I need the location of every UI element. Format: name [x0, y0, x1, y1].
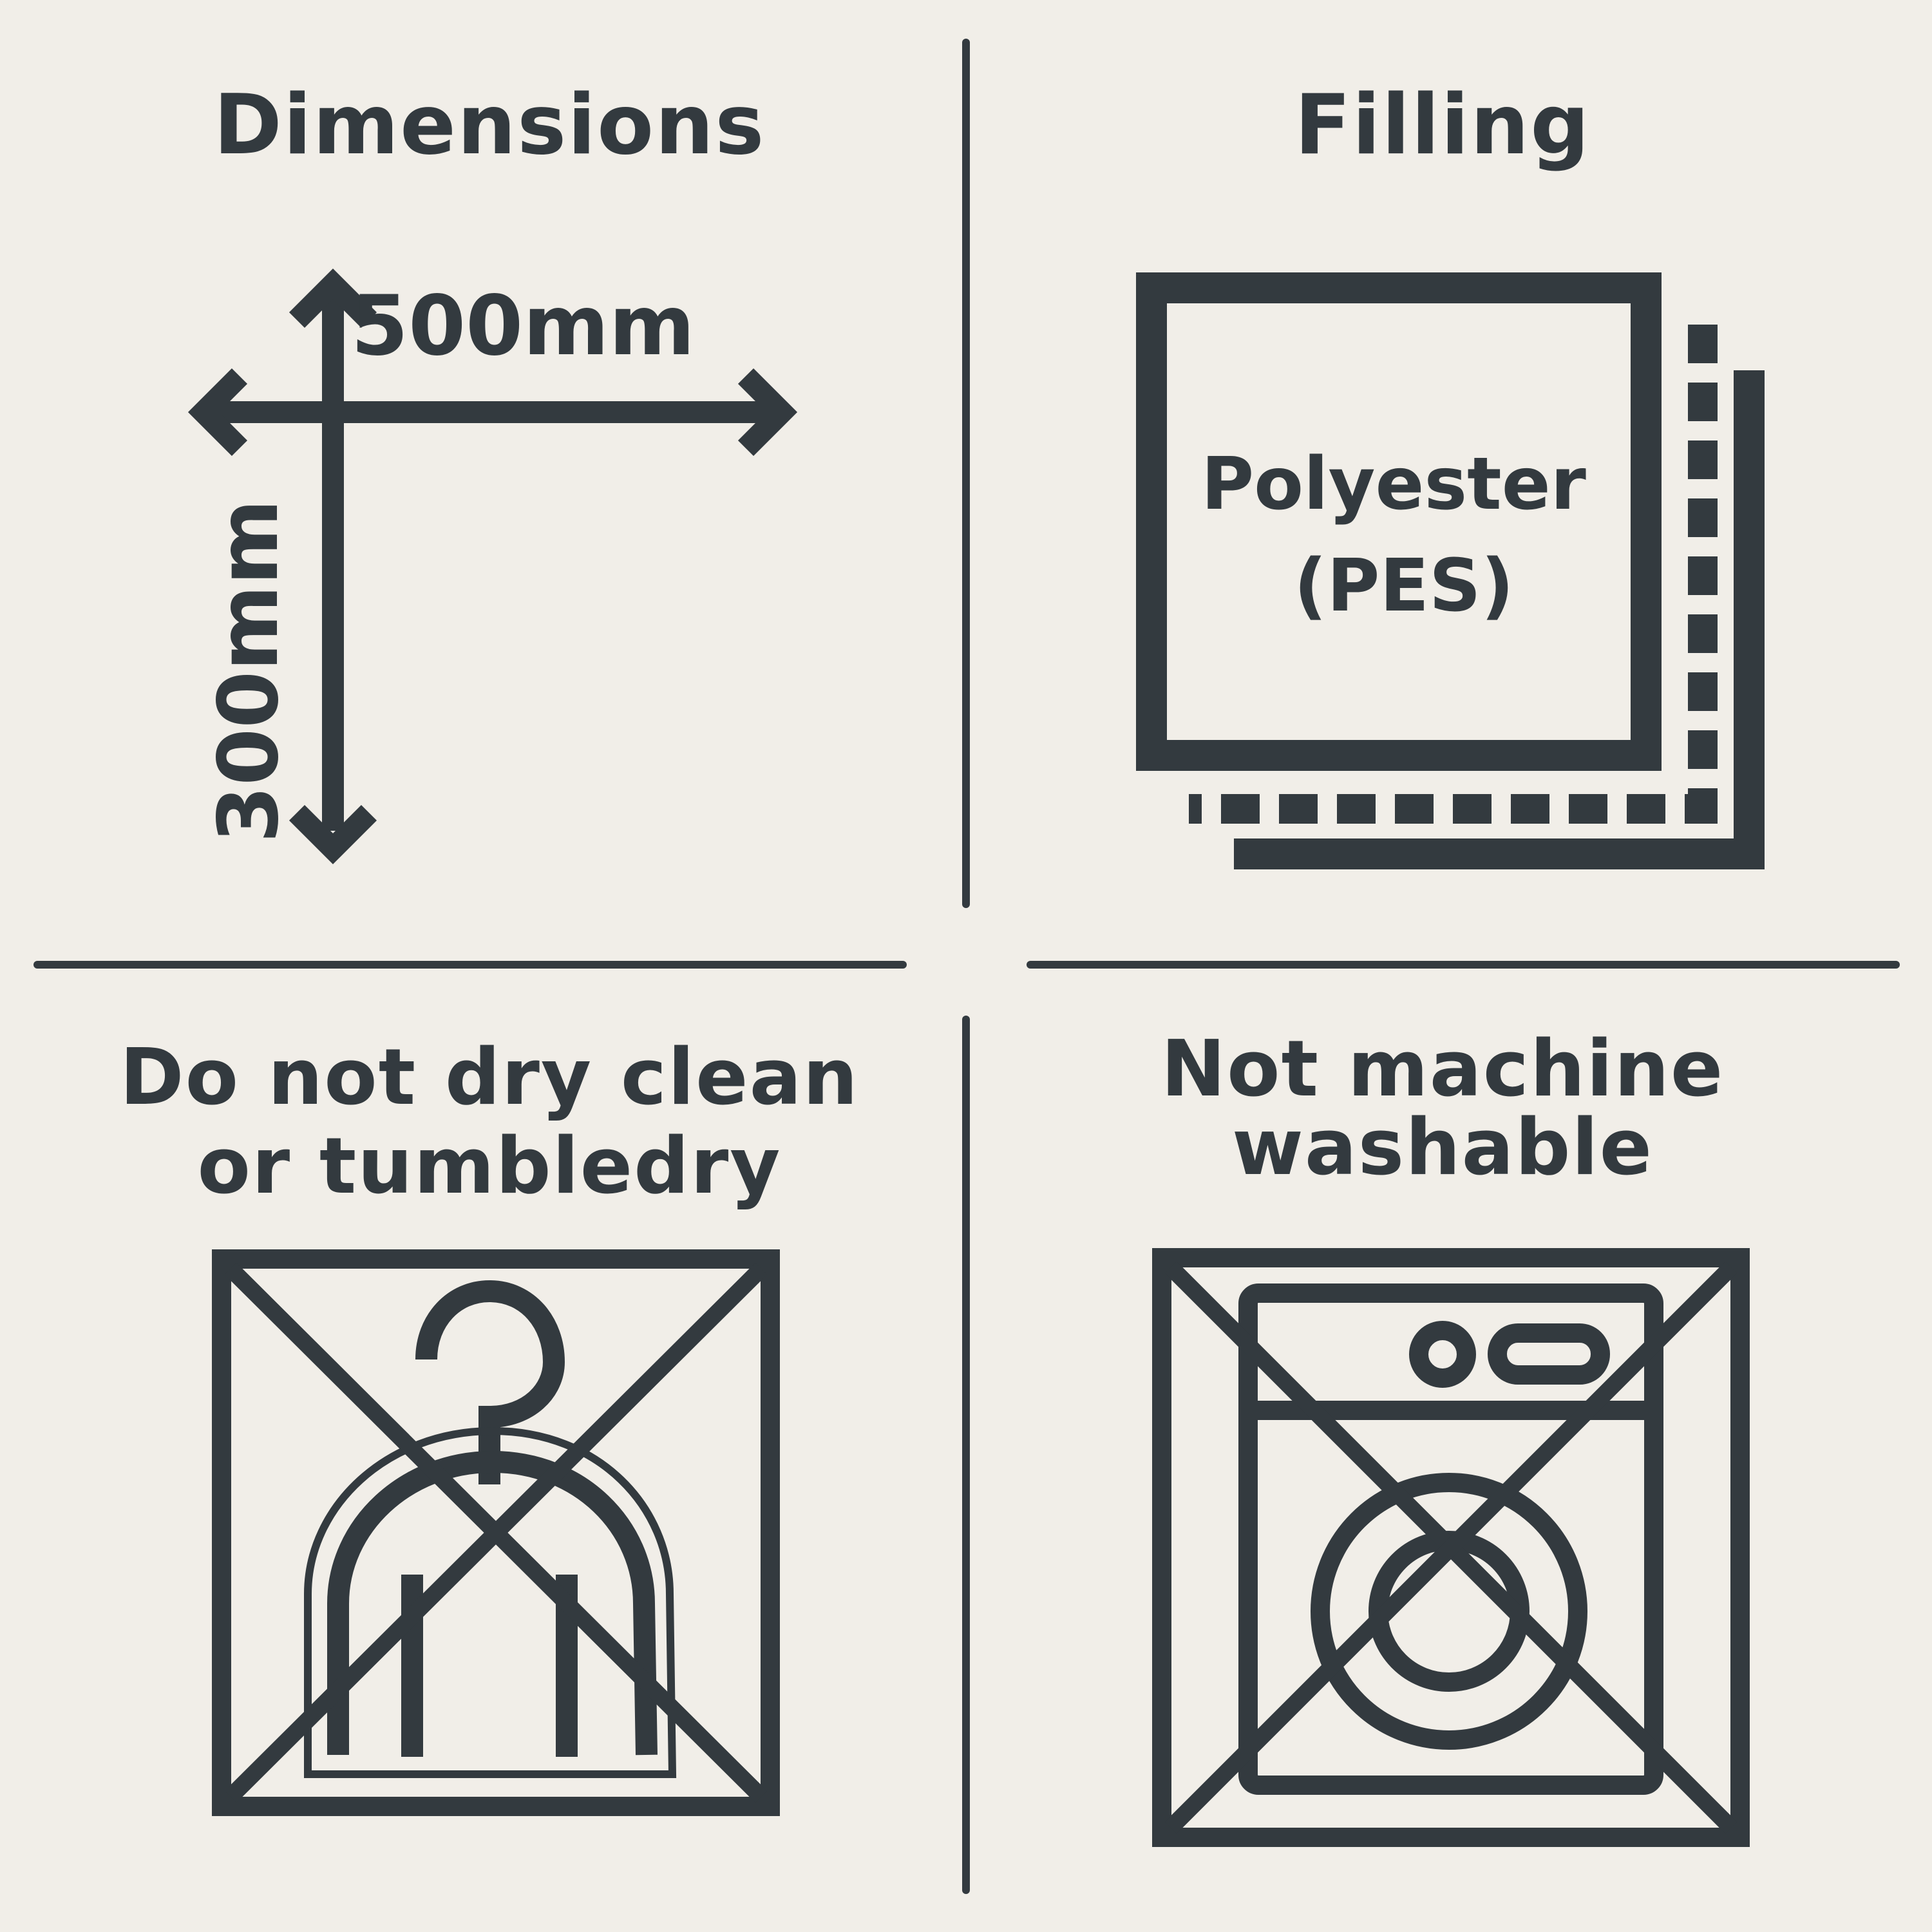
cushion-back-edge	[1234, 370, 1765, 869]
cushion-middle-dashed-edge	[1189, 325, 1718, 824]
height-arrow-head-top	[289, 268, 377, 328]
height-arrow-head-bottom	[289, 804, 377, 865]
garment-outer-outline	[304, 1426, 677, 1778]
dry-clean-heading-line2: or tumbledry	[197, 1122, 782, 1211]
garment-inner-outline	[327, 1450, 658, 1756]
stacked-cushion-icon: Polyester (PES)	[1136, 272, 1765, 869]
crossed-hanger-garment-icon	[212, 1249, 780, 1816]
machine-wash-heading-line2: washable	[1231, 1103, 1654, 1193]
washing-frame	[1152, 1248, 1750, 1847]
cushion-front-square	[1136, 272, 1662, 771]
machine-drum-inner	[1368, 1531, 1530, 1692]
width-arrow-head-left	[187, 368, 248, 457]
width-arrow-head-right	[737, 368, 798, 457]
machine-wash-heading: Not machine washable	[1018, 1030, 1868, 1188]
machine-knob	[1409, 1321, 1476, 1388]
washing-cross-b	[1164, 1261, 1738, 1834]
dry-clean-heading-line1: Do not dry clean	[120, 1033, 859, 1122]
machine-display	[1488, 1323, 1610, 1385]
filling-material-line2: (PES)	[1294, 544, 1514, 628]
hanger-hook	[415, 1280, 565, 1484]
height-label: 300mm	[201, 499, 297, 843]
dry-clean-cross-b	[224, 1262, 768, 1803]
dimension-arrows-icon: 500mm 300mm	[187, 268, 798, 865]
width-label: 500mm	[351, 278, 695, 374]
machine-wash-heading-line1: Not machine	[1160, 1025, 1725, 1114]
filling-heading: Filling	[1294, 77, 1591, 173]
dimensions-heading: Dimensions	[213, 77, 766, 173]
dry-clean-heading: Do not dry clean or tumbledry	[64, 1034, 914, 1211]
filling-material-line1: Polyester	[1201, 442, 1586, 526]
dry-clean-frame	[212, 1249, 780, 1816]
machine-door-outer	[1311, 1473, 1587, 1750]
machine-body	[1238, 1283, 1663, 1795]
